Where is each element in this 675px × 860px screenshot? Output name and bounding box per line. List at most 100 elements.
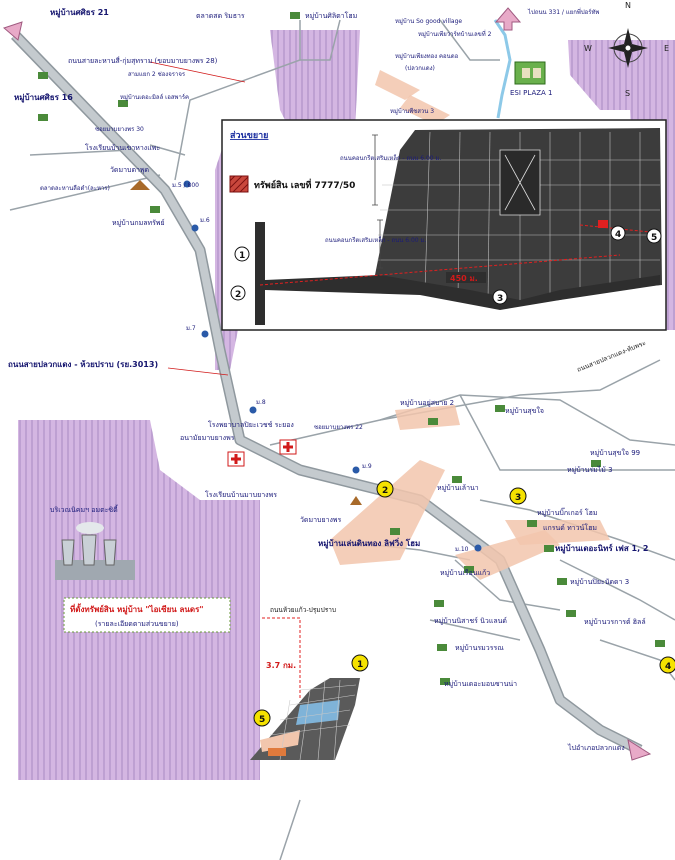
label-village-da: หมู่บ้านเดอะมอนซานน่า [444, 680, 517, 688]
inset-panel [221, 119, 667, 331]
svg-text:5: 5 [651, 233, 657, 243]
village-zone-2 [330, 460, 445, 565]
inset-road-width-2: ถนนคอนกรีตเสริมเหล็ก - ถนน 6.00 ม. [325, 235, 426, 244]
label-maa-30: ซอยมาบยางพร 30 [95, 126, 144, 133]
label-village-gt: แกรนด์ ทาวน์โฮม [543, 523, 597, 532]
inset-marker-1: 1 [234, 246, 250, 262]
svg-text:1: 1 [357, 660, 363, 670]
label-village-s99: หมู่บ้านสุขใจ 99 [590, 448, 640, 457]
label-to-pluak: ไปอำเภอปลวกแดง [567, 743, 625, 752]
asset-site [250, 678, 360, 761]
label-asset-location: ที่ตั้งทรัพย์สิน หมู่บ้าน "ไอเซียน ลนดร" [70, 603, 204, 615]
inset-distance-label: 450 ม. [450, 274, 478, 283]
label-village-rk: หมู่บ้านเรือนแก้ว [440, 569, 490, 577]
inset-title: ส่วนขยาย [230, 130, 268, 141]
label-to-331: ไปถนน 331 / แยกพี่ปอร์ทัพ [527, 8, 599, 16]
label-village-rk3: หมู่บ้านร่มไม้ 3 [567, 465, 613, 474]
plaza-block [514, 61, 546, 85]
inset-marker-2: 2 [230, 285, 246, 301]
compass-s: S [625, 89, 630, 98]
compass-w: W [584, 44, 592, 53]
label-moo10: ม.10 [455, 546, 469, 553]
label-village-sj: หมู่บ้านสุขใจ [505, 406, 544, 415]
svg-text:4: 4 [615, 230, 621, 240]
health-center-icon [279, 439, 297, 455]
compass-rose-icon [608, 28, 648, 68]
marker-5: 5 [253, 709, 271, 727]
label-moo6: ม.6 [200, 217, 210, 224]
svg-text:2: 2 [235, 290, 241, 300]
marker-4: 4 [659, 656, 675, 674]
label-village-ap: หมู่บ้านอยู่สบาย 2 [400, 399, 454, 407]
label-village-ms2: หมู่บ้านเดอะมิลล์ เอสพาร์ค [120, 93, 189, 101]
label-road-sukhumvit: ถนนสายละหานสี่-กุ่มสุทราม (ขอบมาบยางพร 2… [68, 56, 218, 65]
svg-text:2: 2 [382, 486, 388, 496]
label-village-tr: หมู่บ้านพืชสวน 3 [390, 107, 434, 115]
inset-legend-text: ทรัพย์สิน เลขที่ 7777/50 [254, 178, 355, 191]
label-school1: โรงเรียนบ้านเขาหางแพะ [85, 143, 160, 152]
arrow-southeast-icon [627, 738, 652, 761]
svg-text:3: 3 [497, 294, 503, 304]
legend-swatch [229, 175, 249, 193]
label-road-lane: ถนนห้วยแก้ว-ปรุมปราบ [270, 606, 336, 614]
marker-1: 1 [351, 654, 369, 672]
label-industrial: บริเวณนิคมฯ อมตะซิตี้ [50, 503, 119, 514]
label-village-ms: หมู่บ้านเพียวาร์ทบ้านเลขที่ 2 [418, 30, 492, 38]
river [493, 19, 512, 119]
label-village-kt: หมู่บ้านกมลทรัพย์ [112, 219, 165, 227]
label-road-3013: ถนนสายปลวกแดง - ห้วยปราบ (รย.3013) [8, 359, 158, 369]
temple-icons [130, 180, 362, 505]
label-good-village: หมู่บ้าน So good village [395, 18, 462, 25]
label-health: อนามัยมาบยางพร [180, 434, 235, 442]
village-zone-1 [395, 405, 460, 430]
label-temple1: วัดมาบตาพุด [110, 166, 149, 174]
arrow-northwest-icon [3, 21, 23, 41]
asset-parcel [598, 220, 608, 228]
distance-label: 3.7 กม. [266, 661, 296, 670]
asset-callout [63, 597, 231, 633]
label-village-ln: หมู่บ้านเล้านา [437, 484, 479, 492]
label-market: ตลาดสด ริมธาร [196, 12, 245, 20]
marker-3: 3 [509, 487, 527, 505]
label-maa-22: ซอยมาบยางพร 22 [314, 424, 363, 431]
svg-text:4: 4 [665, 662, 671, 672]
inset-subdivision [375, 128, 662, 305]
label-moo-21: หมู่บ้านศศิธร 21 [50, 7, 109, 18]
label-road-right: ถนนสายปลวกแดง-ทับพระ [576, 339, 647, 374]
label-kwai: ตลาดละหานลือดำ(ละหาร) [40, 184, 110, 192]
compass-e: E [664, 44, 669, 53]
label-village-pg: หมู่บ้านบิ๊กเกอร์ โฮม [537, 507, 598, 517]
power-plant-icon [55, 522, 135, 580]
inset-marker-3: 3 [492, 289, 508, 305]
village-zone-6 [400, 95, 450, 125]
village-zone-5 [375, 70, 420, 100]
district-icons [183, 180, 482, 552]
label-junction: สามแยก 2 ช่องจราจร [128, 71, 186, 78]
svg-text:3: 3 [515, 493, 521, 503]
label-village-ntr: หมู่บ้านนิสาชร์ นิวแลนด์ [434, 617, 507, 625]
label-asset-sub: (รายละเอียดตามส่วนขยาย) [95, 620, 179, 628]
marker-2: 2 [376, 480, 394, 498]
label-moo-16: หมู่บ้านศศิธร 16 [14, 92, 73, 103]
label-village-pk: หมู่บ้านเพียงทอง คอนดอ [395, 52, 459, 60]
label-village-wg: หมู่บ้านวรการต์ ฮิลล์ [584, 618, 646, 626]
inset-marker-4: 4 [610, 225, 626, 241]
label-village-pt3: หมู่บ้านปิยะนัดดา 3 [570, 578, 629, 586]
hospital-icon [227, 451, 245, 467]
label-moo7: ม.7 [186, 325, 196, 332]
distance-line [262, 617, 301, 700]
compass-n: N [625, 1, 631, 10]
label-village-top: หมู่บ้านศิลิตาโฮม [305, 11, 357, 20]
label-village-ss: หมู่บ้านเล่นดินทอง ลิฟวิ่ง โฮม [318, 537, 420, 549]
inset-access-road [255, 222, 660, 325]
label-village-cw: หมู่บ้านรมวรรณ [455, 644, 504, 652]
label-temple2: วัดมาบยางพร [300, 516, 342, 524]
village-icons [38, 12, 665, 685]
label-village-dd: หมู่บ้านเดอะนิทร์ เฟส 1, 2 [555, 543, 648, 554]
svg-text:1: 1 [239, 251, 245, 261]
label-moo9: ม.9 [362, 463, 372, 470]
inset-marker-5: 5 [646, 228, 662, 244]
label-hospital: โรงพยาบาลปิยะเวชช์ ระยอง [208, 420, 294, 429]
label-village-pk2: (ปลวกแดง) [405, 65, 435, 72]
